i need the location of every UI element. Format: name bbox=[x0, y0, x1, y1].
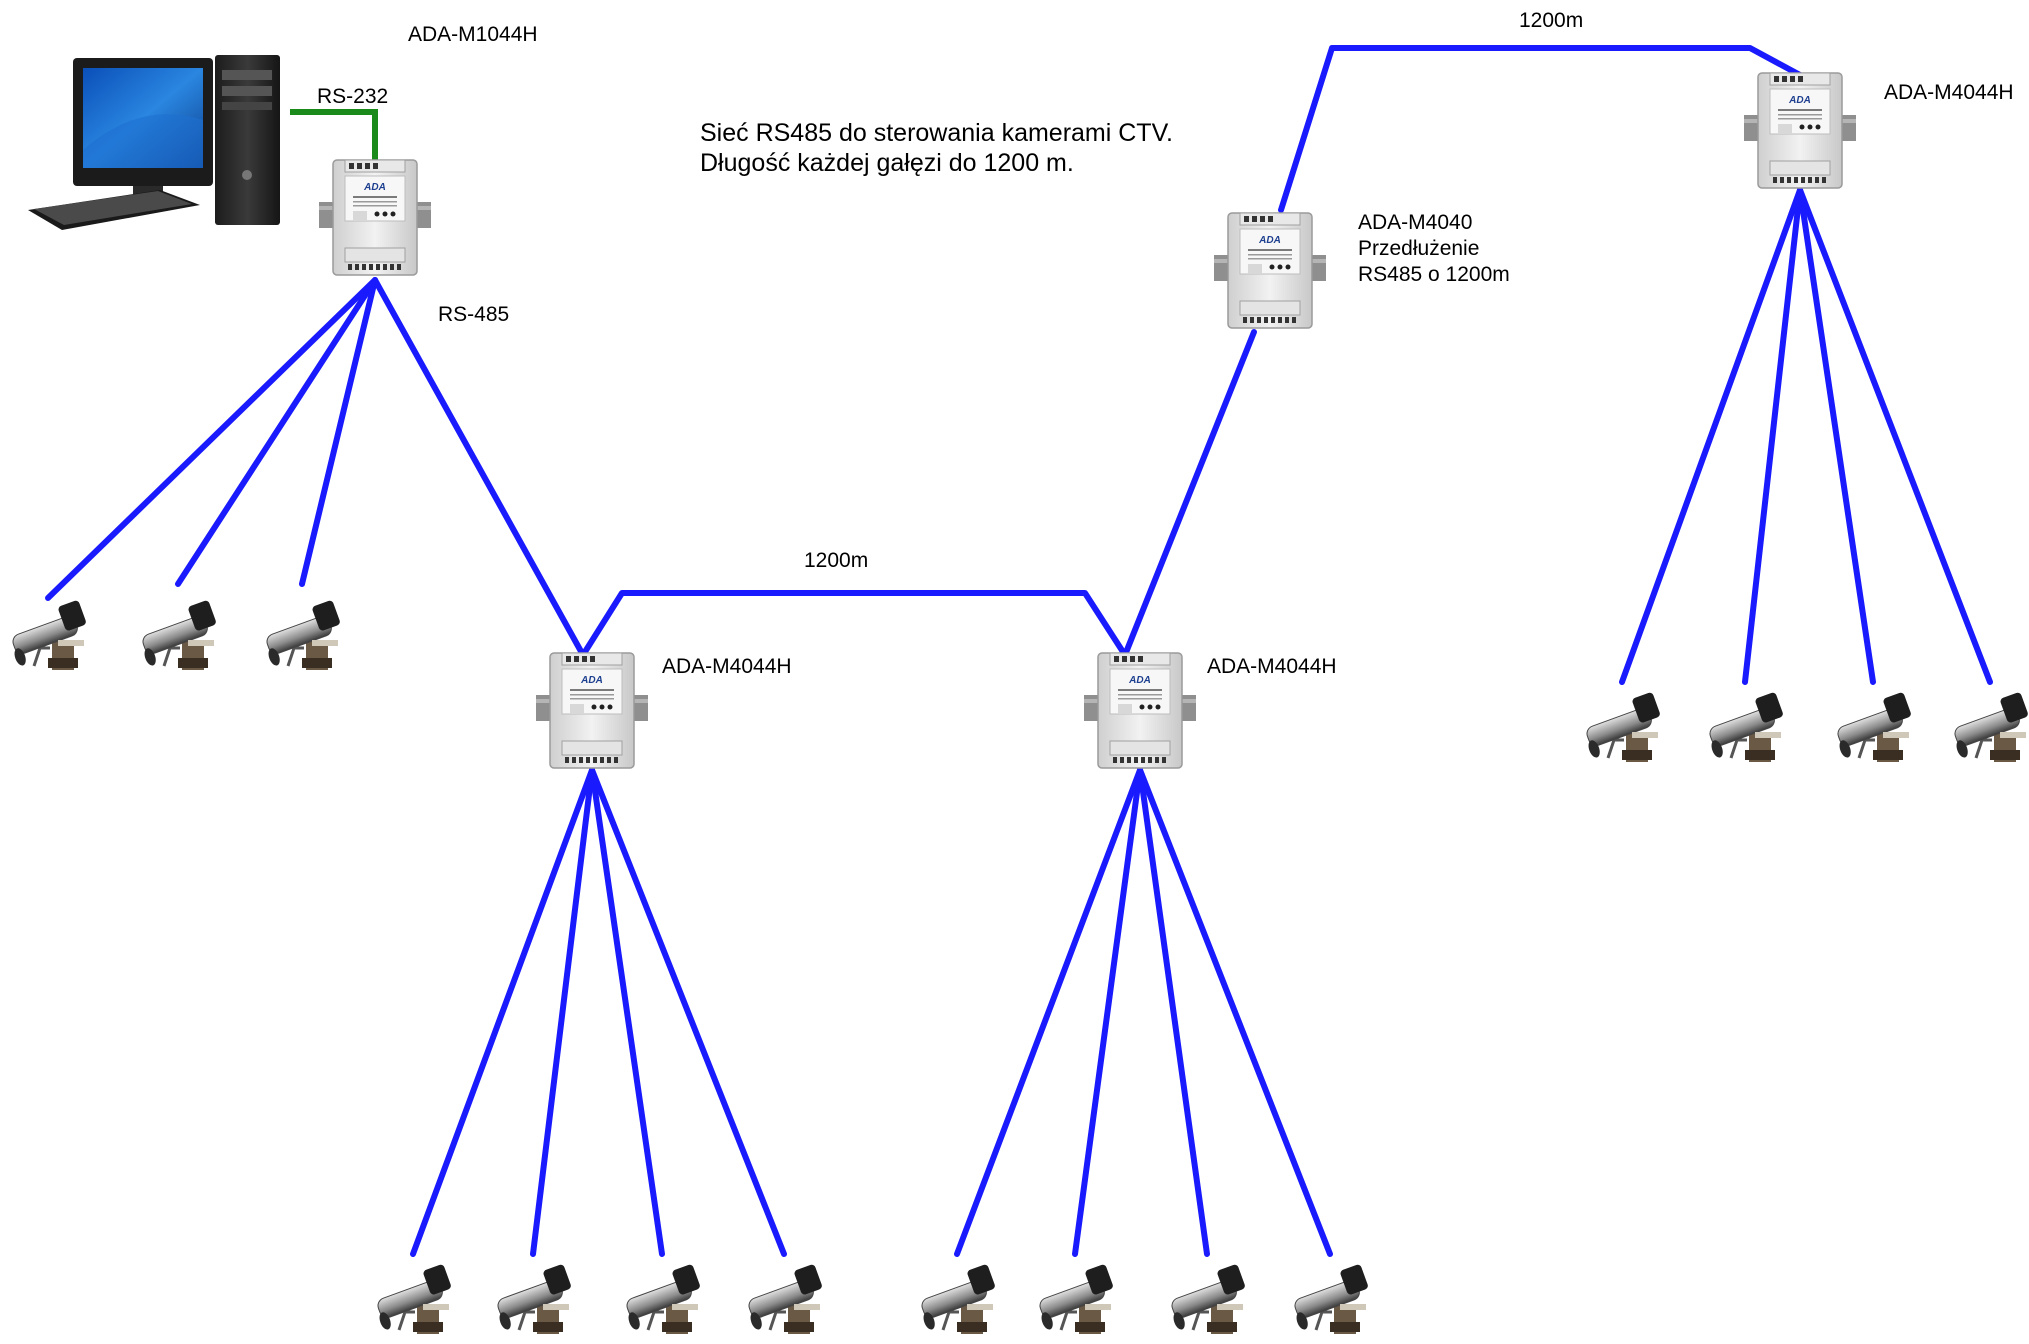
hub1-module-icon bbox=[535, 652, 649, 769]
repeater-label-3: RS485 o 1200m bbox=[1358, 263, 1510, 286]
hub3-module-icon bbox=[1743, 72, 1857, 189]
diagram-title: Sieć RS485 do sterowania kamerami CTV. D… bbox=[700, 118, 1173, 178]
cctv-camera-icon bbox=[494, 1262, 574, 1336]
rs485-links bbox=[45, 45, 1993, 1257]
cctv-camera-icon bbox=[374, 1262, 454, 1336]
converter-module-icon bbox=[318, 159, 432, 276]
cctv-camera-icon bbox=[9, 598, 89, 672]
cctv-camera-icon bbox=[1168, 1262, 1248, 1336]
cctv-camera-icon bbox=[1706, 690, 1786, 764]
rs232-label: RS-232 bbox=[317, 85, 389, 108]
rs485-label: RS-485 bbox=[438, 303, 510, 326]
converter-label: ADA-M1044H bbox=[408, 23, 538, 46]
cctv-camera-icon bbox=[1834, 690, 1914, 764]
desktop-computer-icon bbox=[28, 55, 280, 230]
cctv-camera-icon bbox=[623, 1262, 703, 1336]
hub2-label: ADA-M4044H bbox=[1207, 655, 1337, 678]
link-length-top: 1200m bbox=[1519, 9, 1584, 32]
link-length-mid: 1200m bbox=[804, 549, 869, 572]
cctv-camera-icon bbox=[745, 1262, 825, 1336]
repeater-label-2: Przedłużenie bbox=[1358, 237, 1480, 260]
repeater-label-1: ADA-M4040 bbox=[1358, 211, 1473, 234]
cctv-camera-icon bbox=[263, 598, 343, 672]
hub3-label: ADA-M4044H bbox=[1884, 81, 2014, 104]
cctv-camera-icon bbox=[1036, 1262, 1116, 1336]
cameras bbox=[9, 598, 2029, 1336]
rs232-link bbox=[290, 109, 378, 170]
hub2-module-icon bbox=[1083, 652, 1197, 769]
cctv-camera-icon bbox=[1291, 1262, 1371, 1336]
repeater-module-icon bbox=[1213, 212, 1327, 329]
cctv-camera-icon bbox=[1951, 690, 2029, 764]
cctv-camera-icon bbox=[918, 1262, 998, 1336]
title-line-2: Długość każdej gałęzi do 1200 m. bbox=[700, 149, 1074, 177]
cctv-camera-icon bbox=[139, 598, 219, 672]
title-line-1: Sieć RS485 do sterowania kamerami CTV. bbox=[700, 119, 1173, 147]
hub1-label: ADA-M4044H bbox=[662, 655, 792, 678]
cctv-camera-icon bbox=[1583, 690, 1663, 764]
